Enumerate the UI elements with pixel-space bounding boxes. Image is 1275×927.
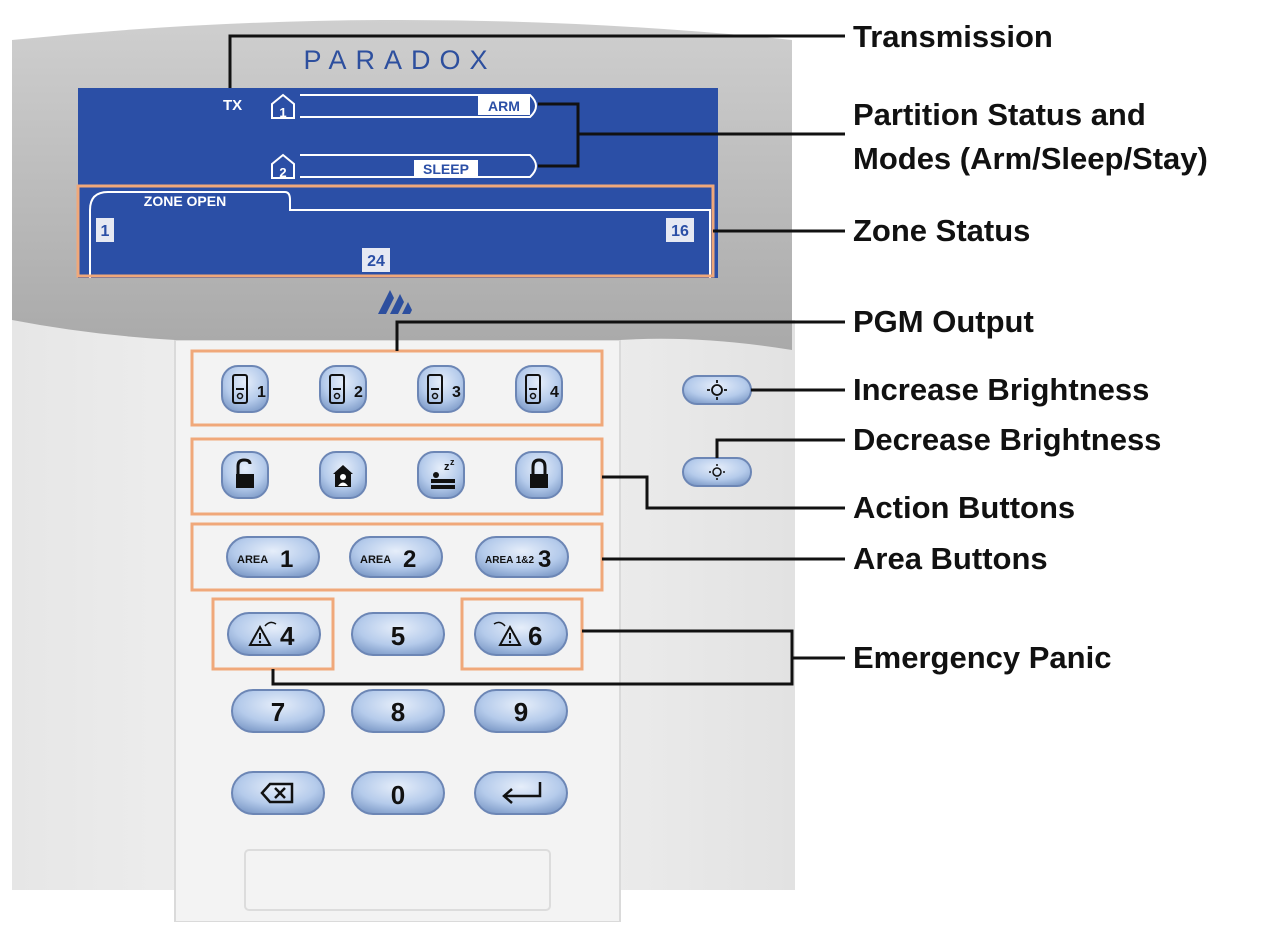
pgm-key-2[interactable]: 2	[319, 365, 367, 413]
area-1-prefix: AREA	[237, 554, 268, 566]
tx-indicator: TX	[223, 97, 242, 114]
digit-7-number: 7	[271, 697, 285, 727]
pgm-key-4[interactable]: 4	[515, 365, 563, 413]
area-row-highlight	[190, 522, 604, 592]
partition-2-status: 2 SLEEP	[271, 153, 537, 180]
pgm-key-3-number: 3	[452, 384, 461, 401]
pgm-key-2-number: 2	[354, 384, 363, 401]
digit-keys: 4 5 6 7 8 9 0	[227, 612, 568, 815]
label-action-buttons: Action Buttons	[853, 490, 1076, 525]
zone-16-indicator: 16	[671, 223, 689, 240]
zone-open-tab: ZONE OPEN	[144, 193, 226, 209]
digit-8-number: 8	[391, 697, 405, 727]
partition-1-status: 1 ARM	[271, 93, 537, 120]
pgm-keys: 1 2 3 4	[221, 365, 563, 413]
digit-9-button[interactable]: 9	[474, 689, 568, 733]
lock-icon	[530, 458, 548, 488]
label-partition-line1: Partition Status and	[853, 97, 1146, 132]
pgm-callout	[395, 320, 845, 351]
digit-5-button[interactable]: 5	[351, 612, 445, 656]
area-1-2-button[interactable]: AREA 1&2 3	[475, 536, 569, 578]
svg-text:z: z	[450, 457, 455, 467]
callout-lines	[228, 34, 845, 686]
clear-button[interactable]	[231, 771, 325, 815]
pgm-key-1[interactable]: 1	[221, 365, 269, 413]
alarm-triangle-icon	[248, 621, 277, 646]
action-buttons-callout	[602, 475, 845, 510]
label-transmission: Transmission	[853, 19, 1053, 54]
panic-4-number: 4	[280, 621, 295, 651]
enter-arrow-icon	[502, 782, 542, 804]
disarm-button[interactable]	[221, 451, 269, 499]
sun-icon	[707, 380, 727, 400]
alarm-triangle-icon	[493, 621, 522, 646]
digit-0-button[interactable]: 0	[351, 771, 445, 815]
stay-arm-button[interactable]	[319, 451, 367, 499]
zone-24-indicator: 24	[367, 253, 385, 270]
digit-7-button[interactable]: 7	[231, 689, 325, 733]
pgm-key-1-number: 1	[257, 384, 266, 401]
full-arm-button[interactable]	[515, 451, 563, 499]
zone-status-display: ZONE OPEN 1 16 24	[89, 191, 711, 278]
partition-callout	[538, 102, 845, 168]
area-1-2-number: 3	[538, 546, 551, 573]
svg-text:z: z	[444, 461, 450, 473]
pgm-key-3[interactable]: 3	[417, 365, 465, 413]
area-1-2-prefix: AREA 1&2	[485, 555, 535, 566]
brand-logo: PARADOX	[303, 45, 496, 75]
brightness-down-button[interactable]	[682, 457, 752, 487]
zone-1-indicator: 1	[101, 223, 110, 240]
panic-6-highlight	[460, 597, 584, 671]
panic-6-button[interactable]: 6	[474, 612, 568, 656]
arm-mode-label: ARM	[488, 98, 520, 114]
pgm-key-4-number: 4	[550, 384, 559, 401]
partition-2-number: 2	[279, 165, 286, 180]
partition-1-number: 1	[279, 105, 286, 120]
area-2-prefix: AREA	[360, 554, 391, 566]
area-2-number: 2	[403, 546, 416, 573]
home-icon	[333, 465, 353, 487]
sleep-mode-label: SLEEP	[423, 161, 469, 177]
digit-9-number: 9	[514, 697, 528, 727]
area-1-button[interactable]: AREA 1	[226, 536, 320, 578]
label-partition-line2: Modes (Arm/Sleep/Stay)	[853, 141, 1208, 176]
sun-dim-icon	[709, 464, 725, 480]
digit-0-number: 0	[391, 780, 405, 810]
paradox-mark-icon	[378, 290, 412, 314]
digit-5-number: 5	[391, 621, 405, 651]
emergency-panic-callout	[271, 629, 845, 686]
label-decrease-brightness: Decrease Brightness	[853, 422, 1162, 457]
transmission-callout	[228, 34, 845, 88]
label-increase-brightness: Increase Brightness	[853, 372, 1150, 407]
unlock-icon	[236, 458, 254, 488]
panic-6-number: 6	[528, 621, 542, 651]
decrease-brightness-callout	[715, 438, 845, 458]
digit-8-button[interactable]: 8	[351, 689, 445, 733]
lcd-display: TX 1 ARM 2 SLEEP ZONE OPEN 1 16 24	[78, 88, 718, 278]
brightness-up-button[interactable]	[682, 375, 752, 405]
area-1-number: 1	[280, 546, 293, 573]
label-emergency-panic: Emergency Panic	[853, 640, 1112, 675]
backspace-icon	[260, 782, 294, 804]
area-2-button[interactable]: AREA 2	[349, 536, 443, 578]
label-pgm-output: PGM Output	[853, 304, 1034, 339]
panic-4-button[interactable]: 4	[227, 612, 321, 656]
enter-button[interactable]	[474, 771, 568, 815]
label-area-buttons: Area Buttons	[853, 541, 1048, 576]
label-zone-status: Zone Status	[853, 213, 1031, 248]
area-keys: AREA 1 AREA 2 AREA 1&2 3	[226, 536, 569, 578]
